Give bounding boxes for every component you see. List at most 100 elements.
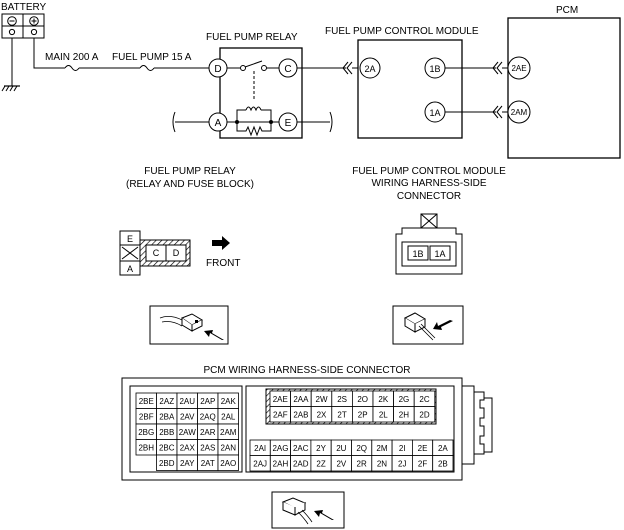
pin-label: 2AD xyxy=(293,459,309,468)
main-fuse-label: MAIN 200 A xyxy=(45,52,99,63)
pcm-pin-2am xyxy=(507,100,531,124)
pin-label: 2AA xyxy=(293,395,309,404)
fuel-pump-control-module: FUEL PUMP CONTROL MODULE 2A 1B 1A xyxy=(325,26,479,139)
pin-label: 2AZ xyxy=(159,397,174,406)
front-arrow-icon xyxy=(212,236,230,250)
pin-label: 2S xyxy=(337,395,347,404)
pin-label: 2X xyxy=(317,410,327,419)
module-connector-view: 1B 1A xyxy=(395,213,463,275)
pin-label: 2T xyxy=(337,410,346,419)
pin-label: 2Q xyxy=(356,444,367,453)
pin-label: 2E xyxy=(418,444,428,453)
pin-label: 2W xyxy=(316,395,328,404)
pin-label: 2AV xyxy=(180,412,195,421)
relay-coil-icon xyxy=(245,106,262,112)
main-fuse-icon xyxy=(64,65,80,71)
pin-label: 2AR xyxy=(200,428,216,437)
module-connector-title-3: CONNECTOR xyxy=(397,191,461,202)
pin-label: 2Z xyxy=(316,459,325,468)
pin-label: 2AS xyxy=(200,443,215,452)
module-connector-title-1: FUEL PUMP CONTROL MODULE xyxy=(352,166,506,177)
pump-fuse-label: FUEL PUMP 15 A xyxy=(112,52,192,63)
pin-label: 2AX xyxy=(180,443,196,452)
pcm-title: PCM xyxy=(556,5,578,16)
pin-label: 2AF xyxy=(273,410,288,419)
pcm-connector-title: PCM WIRING HARNESS-SIDE CONNECTOR xyxy=(203,365,410,376)
module-title: FUEL PUMP CONTROL MODULE xyxy=(325,26,479,37)
pin-label: 2AC xyxy=(293,444,309,453)
pin-label: 2A xyxy=(438,444,448,453)
pin-label: 2V xyxy=(336,459,346,468)
pin-label: 2AM xyxy=(220,428,237,437)
pin-label: 2AJ xyxy=(253,459,267,468)
svg-text:2AM: 2AM xyxy=(511,108,528,117)
pin-label: 2BE xyxy=(139,397,154,406)
svg-text:C: C xyxy=(284,64,291,75)
front-label: FRONT xyxy=(206,258,240,269)
svg-text:1A: 1A xyxy=(429,108,440,118)
relay-title: FUEL PUMP RELAY xyxy=(206,32,298,43)
pin-label: 2K xyxy=(378,395,388,404)
pin-label: 2P xyxy=(358,410,368,419)
pcm: PCM 2AE 2AM xyxy=(507,5,621,159)
pin-label: 2AT xyxy=(201,459,215,468)
pin-label: 2R xyxy=(357,459,367,468)
pin-label: 2AN xyxy=(220,443,236,452)
relay-view-title-1: FUEL PUMP RELAY xyxy=(144,166,236,177)
pin-label: 2O xyxy=(357,395,368,404)
svg-text:E: E xyxy=(127,234,133,244)
pin-label: 2C xyxy=(419,395,429,404)
pin-label: 2Y xyxy=(316,444,326,453)
pin-label: 2M xyxy=(376,444,387,453)
pin-label: 2AK xyxy=(221,397,237,406)
module-connector-icon xyxy=(392,305,464,345)
battery-plus-terminal xyxy=(29,16,39,26)
svg-text:C: C xyxy=(153,248,160,258)
pin-label: 2AL xyxy=(221,412,236,421)
pin-label: 2AO xyxy=(220,459,236,468)
pin-label: 2H xyxy=(399,410,409,419)
pin-cell xyxy=(413,406,436,423)
battery-label: BATTERY xyxy=(1,2,47,13)
pin-label: 2AY xyxy=(180,459,195,468)
pin-label: 2J xyxy=(398,459,406,468)
fuel-pump-relay: FUEL PUMP RELAY D C A E xyxy=(206,32,303,139)
pin-label: 2AG xyxy=(272,444,288,453)
pin-label: 2AE xyxy=(273,395,288,404)
svg-text:2AE: 2AE xyxy=(511,64,526,73)
pin-label: 2D xyxy=(419,410,429,419)
svg-text:1B: 1B xyxy=(429,64,440,74)
svg-text:D: D xyxy=(214,64,221,75)
pin-label: 2BF xyxy=(139,412,154,421)
pin-cell xyxy=(217,454,239,471)
svg-text:2A: 2A xyxy=(364,64,375,74)
pcm-connector-icon xyxy=(271,491,345,529)
svg-text:E: E xyxy=(285,118,292,129)
svg-text:A: A xyxy=(215,118,222,129)
relay-resistor-icon xyxy=(236,122,272,137)
pin-label: 2L xyxy=(379,410,388,419)
svg-text:1B: 1B xyxy=(412,249,423,259)
pin-label: 2BC xyxy=(159,443,175,452)
pin-label: 2G xyxy=(399,395,410,404)
battery-minus-terminal xyxy=(7,16,17,26)
pin-label: 2AW xyxy=(179,428,196,437)
module-pin-2a xyxy=(359,57,381,79)
pump-fuse-icon xyxy=(139,65,155,71)
pin-label: 2F xyxy=(418,459,427,468)
module-connector-title-2: WIRING HARNESS-SIDE xyxy=(371,178,486,189)
svg-text:A: A xyxy=(127,264,133,274)
pin-label: 2U xyxy=(336,444,346,453)
pin-label: 2N xyxy=(377,459,387,468)
pin-label: 2BH xyxy=(138,443,154,452)
svg-text:D: D xyxy=(173,248,180,258)
pin-label: 2B xyxy=(438,459,448,468)
pin-label: 2AQ xyxy=(200,412,216,421)
pin-label: 2BA xyxy=(159,412,175,421)
pin-label: 2BD xyxy=(159,459,175,468)
